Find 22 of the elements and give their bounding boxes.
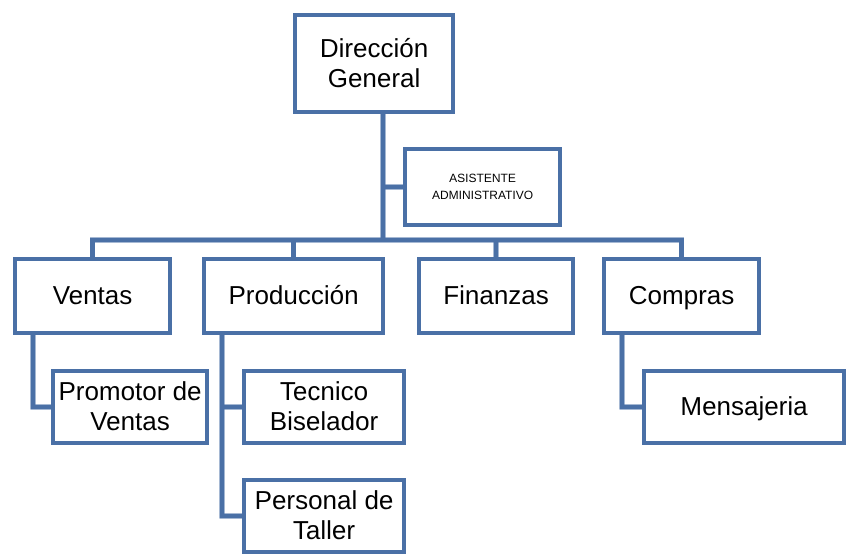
role-label: Mensajeria bbox=[680, 392, 808, 422]
role-label: Dirección General bbox=[318, 34, 430, 94]
org-box bbox=[403, 147, 562, 227]
org-box bbox=[293, 13, 455, 114]
role-label: ASISTENTE ADMINISTRATIVO bbox=[430, 170, 534, 204]
org-box bbox=[602, 257, 761, 335]
role-label: Personal de Taller bbox=[254, 486, 394, 546]
org-box bbox=[51, 369, 209, 445]
role-label: Ventas bbox=[52, 281, 132, 311]
org-box bbox=[242, 369, 406, 445]
role-label: Finanzas bbox=[443, 281, 549, 311]
role-label: Tecnico Biselador bbox=[268, 377, 380, 437]
org-box bbox=[642, 369, 846, 445]
connector-line bbox=[620, 335, 642, 410]
org-box bbox=[202, 257, 385, 335]
role-label: Compras bbox=[628, 281, 734, 311]
org-box bbox=[417, 257, 575, 335]
org-box bbox=[242, 478, 406, 554]
connector-line bbox=[30, 335, 51, 410]
org-box bbox=[13, 257, 172, 335]
role-label: Producción bbox=[228, 281, 359, 311]
role-label: Promotor de Ventas bbox=[57, 377, 203, 437]
